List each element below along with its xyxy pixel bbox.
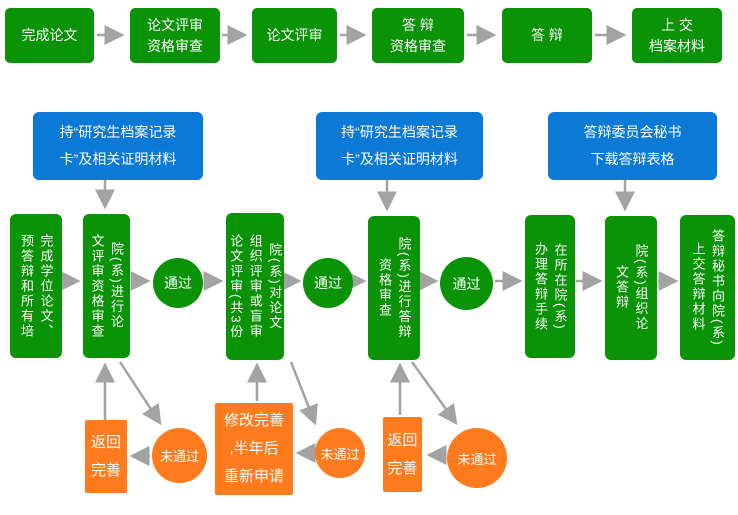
info-archive-card-1: 持“研究生档案记录 卡”及相关证明材料 bbox=[33, 112, 203, 180]
pass-circle-1: 通过 bbox=[153, 258, 203, 308]
process-college-organize-review: 院(系)对论文 组织评审或盲审 论文评审(共3份 bbox=[226, 213, 284, 360]
info-secretary-download: 答辩委员会秘书 下载答辩表格 bbox=[548, 112, 717, 180]
fail-circle-2: 未通过 bbox=[315, 428, 365, 478]
step-submit-archives: 上 交 档案材料 bbox=[632, 8, 722, 63]
fail-circle-3: 未通过 bbox=[447, 428, 507, 488]
process-complete-thesis-predefense: 完成学位论文、 预答辩和所有培 bbox=[10, 214, 62, 358]
step-thesis-review: 论文评审 bbox=[252, 8, 337, 63]
process-college-defense-qualification: 院(系)进行答辩 资格审查 bbox=[368, 216, 420, 360]
pass-circle-2: 通过 bbox=[303, 258, 353, 308]
process-handle-defense-procedures: 在所在院(系) 办理答辩手续 bbox=[525, 215, 575, 358]
fail-circle-1: 未通过 bbox=[152, 428, 207, 483]
revise-box: 修改完善 ,半年后 重新申请 bbox=[215, 403, 293, 495]
process-label: 完成学位论文、 预答辩和所有培 bbox=[19, 233, 54, 339]
step-defense-qualification: 答 辩 资格审查 bbox=[372, 8, 464, 63]
process-label: 院(系)对论文 组织评审或盲审 论文评审(共3份 bbox=[228, 233, 283, 340]
return-box-2: 返回 完善 bbox=[383, 417, 422, 492]
process-college-organize-defense: 院(系)组织论 文答辩 bbox=[605, 216, 657, 360]
process-label: 在所在院(系) 办理答辩手续 bbox=[533, 241, 568, 332]
step-defense: 答 辩 bbox=[502, 8, 592, 63]
arrow-fail-1 bbox=[118, 361, 162, 426]
step-review-qualification: 论文评审 资格审查 bbox=[130, 8, 220, 63]
process-college-review-qualification: 院(系)进行论 文评审资格审查 bbox=[83, 214, 130, 358]
process-label: 院(系)组织论 文答辩 bbox=[614, 244, 649, 332]
step-finish-thesis: 完成论文 bbox=[5, 8, 94, 63]
process-label: 院(系)进行论 文评审资格审查 bbox=[89, 233, 125, 339]
arrow-fail-2 bbox=[289, 361, 318, 426]
arrow-fail-3 bbox=[410, 361, 458, 426]
process-secretary-submit-materials: 答辩秘书向院(系) 上交答辩材料 bbox=[680, 215, 735, 360]
info-archive-card-2: 持“研究生档案记录 卡”及相关证明材料 bbox=[316, 112, 483, 180]
return-box-1: 返回 完善 bbox=[85, 420, 127, 493]
process-label: 院(系)进行答辩 资格审查 bbox=[377, 236, 412, 340]
process-label: 答辩秘书向院(系) 上交答辩材料 bbox=[690, 228, 726, 347]
pass-circle-3: 通过 bbox=[440, 257, 493, 310]
